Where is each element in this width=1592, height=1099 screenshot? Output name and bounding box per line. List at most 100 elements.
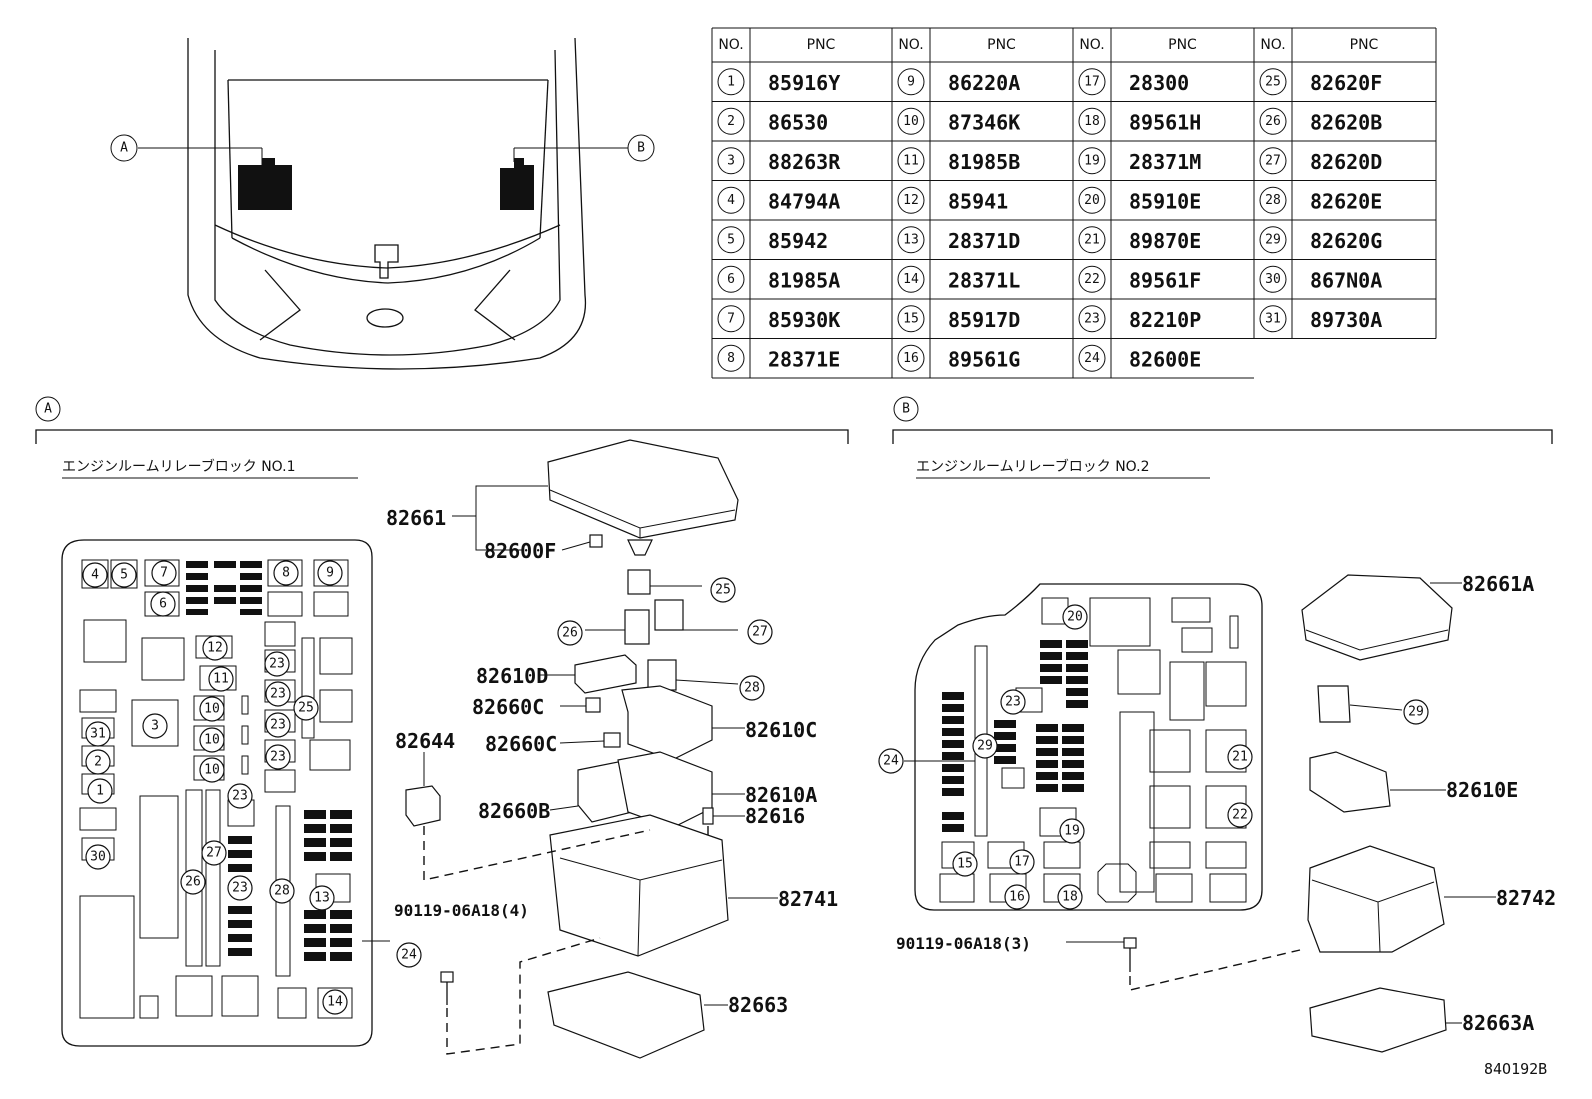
table-number-circle [1259,265,1287,293]
table-number: 23 [1084,311,1100,326]
table-number-circle [1078,107,1106,135]
table-number-circle [717,226,745,254]
callout-number: 23 [232,881,248,896]
table-number-circle [897,226,925,254]
part-callouts-b: 29 [1403,699,1429,725]
callout-number: 27 [752,625,768,640]
table-number: 11 [903,153,919,168]
table-number: 6 [727,272,735,287]
table-pnc: 28371L [948,268,1020,292]
table-number-circle [897,344,925,372]
callout-circle [202,635,228,661]
exploded-parts-a [405,439,778,1059]
label-82610E: 82610E [1446,778,1518,802]
table-header: PNC [987,37,1016,53]
table-number: 30 [1265,272,1281,287]
callout-circle [199,757,225,783]
callout-circle [1059,818,1085,844]
callout-number: 28 [744,681,760,696]
callout-number: 7 [160,566,168,581]
table-number: 22 [1084,272,1100,287]
callout-circle [85,749,111,775]
table-header: NO. [718,37,743,53]
table-number: 7 [727,311,735,326]
table-number-circle [1078,265,1106,293]
callout-circle [739,675,765,701]
callout-circle [878,748,904,774]
callout-circle [710,577,736,603]
callout-circle [265,712,291,738]
label-82742: 82742 [1496,886,1556,910]
table-number: 10 [903,114,919,129]
callout-circle [208,666,234,692]
table-pnc: 89561G [948,347,1020,371]
callout-number: 24 [883,754,899,769]
table-header: PNC [1168,37,1197,53]
callout-number: 23 [270,750,286,765]
label-82660B: 82660B [478,799,550,823]
table-pnc: 85930K [768,308,840,332]
table-pnc: 89561F [1129,268,1201,292]
table-number: 28 [1265,193,1281,208]
table-number-circle [897,107,925,135]
callout-circle [1009,849,1035,875]
callout-number: 16 [1009,890,1025,905]
callout-number: 20 [1067,610,1083,625]
car-overview: A B [110,37,655,370]
table-number: 31 [1265,311,1281,326]
callout-circle [265,681,291,707]
parts-b-labels: 82661A 82610E 82742 90119-06A18(3) 82663… [896,572,1556,1035]
callout-number: 17 [1014,855,1030,870]
callout-number: 24 [401,948,417,963]
callout-circle [265,744,291,770]
label-82660C-1: 82660C [472,695,544,719]
table-number: 14 [903,272,919,287]
table-pnc: 82620E [1310,189,1382,213]
callout-number: 10 [204,763,220,778]
callout-circle [227,783,253,809]
label-82660C-2: 82660C [485,732,557,756]
table-number-circle [1259,186,1287,214]
callout-number: 27 [206,846,222,861]
section-a-title: エンジンルームリレーブロック NO.1 [62,458,295,475]
callout-circle [972,733,998,759]
table-pnc: 86220A [948,71,1020,95]
callout-circle [317,560,343,586]
callout-number: 23 [1005,695,1021,710]
callout-circle [199,696,225,722]
table-number: 13 [903,232,919,247]
table-pnc: 82620F [1310,71,1382,95]
callout-number: 18 [1062,890,1078,905]
callout-number: 10 [204,702,220,717]
callout-circle [747,619,773,645]
table-number: 25 [1265,74,1281,89]
table-pnc: 85917D [948,308,1020,332]
callout-circle [273,560,299,586]
callout-number: 25 [715,583,731,598]
callout-number: 6 [159,597,167,612]
table-header: PNC [807,37,836,53]
callout-number: 1 [96,784,104,799]
callout-number: 21 [1232,750,1248,765]
table-pnc: 28371D [948,229,1020,253]
table-number: 12 [903,193,919,208]
parts-a-labels: 82661 82600F 82610D 82660C 82610C 82660C… [386,506,838,1017]
table-pnc: 82210P [1129,308,1201,332]
table-number-circle [897,265,925,293]
section-b-title: エンジンルームリレーブロック NO.2 [916,458,1149,475]
table-number: 24 [1084,351,1100,366]
table-pnc: 89561H [1129,110,1201,134]
table-number-circle [717,265,745,293]
table-pnc: 867N0A [1310,268,1382,292]
table-number-circle [1078,226,1106,254]
table-pnc: 87346K [948,110,1020,134]
table-number-circle [1259,107,1287,135]
section-a-marker: A [44,402,52,417]
callout-circle [1000,689,1026,715]
table-pnc: 82620G [1310,229,1382,253]
callout-circle [87,778,113,804]
callout-number: 28 [274,884,290,899]
